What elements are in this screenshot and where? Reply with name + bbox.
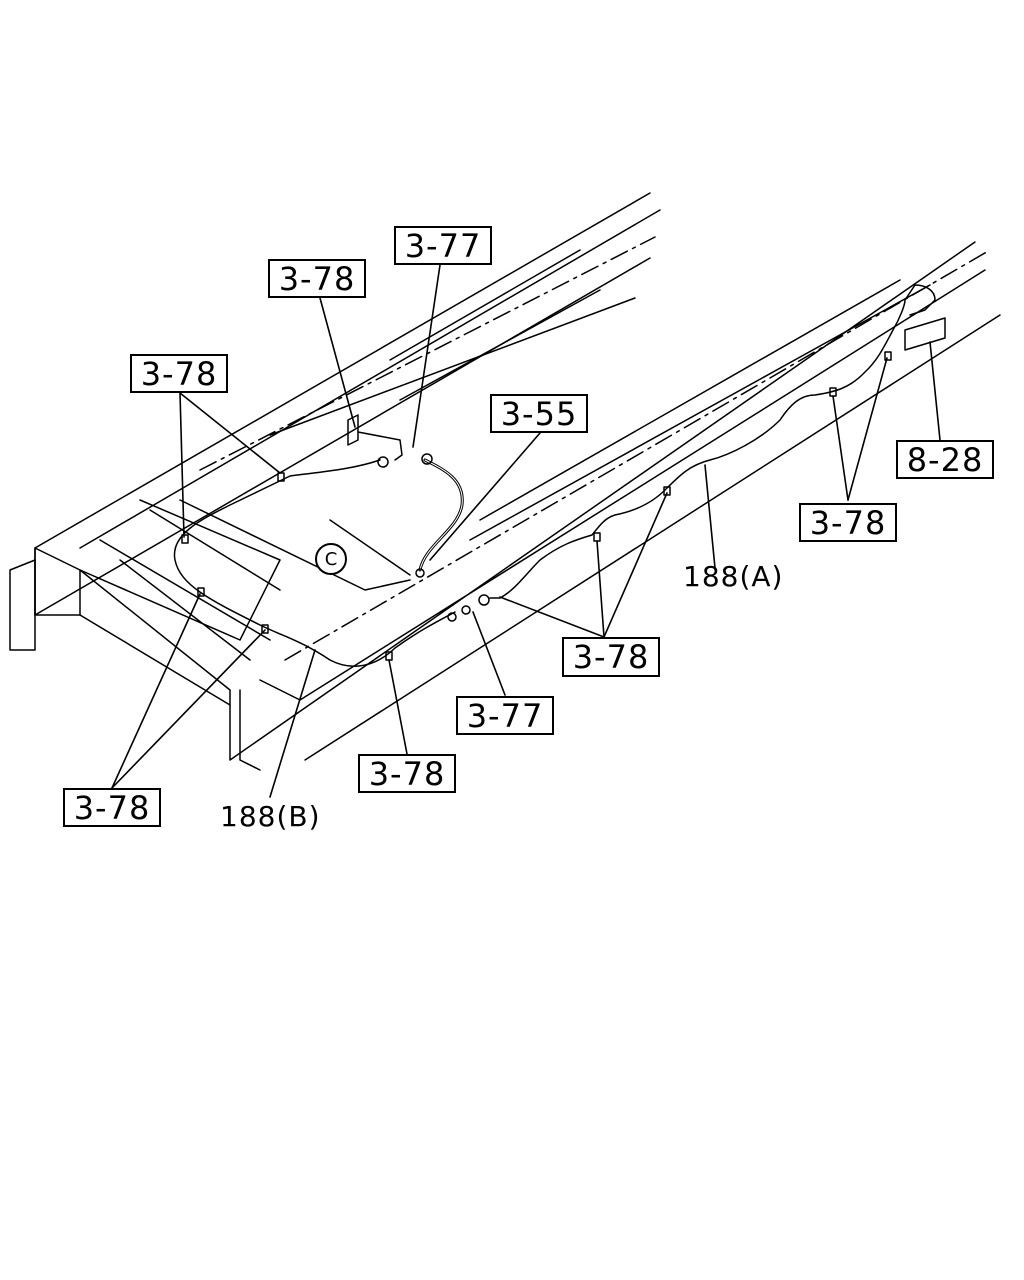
callout-part-3-78-right[interactable]: 3-78 <box>799 503 897 542</box>
frame-rail-right <box>229 241 1001 761</box>
callout-part-3-55[interactable]: 3-55 <box>490 394 588 433</box>
callout-part-3-77-top[interactable]: 3-77 <box>394 226 492 265</box>
callout-part-3-78-middle[interactable]: 3-78 <box>562 637 660 677</box>
callout-part-3-78-bottom-left[interactable]: 3-78 <box>63 788 161 827</box>
brake-pipe-188b <box>173 459 456 667</box>
callout-part-8-28[interactable]: 8-28 <box>896 440 994 479</box>
callout-part-3-77-bottom[interactable]: 3-77 <box>456 696 554 735</box>
callout-part-3-78-left[interactable]: 3-78 <box>130 354 228 393</box>
callout-part-3-78-upper[interactable]: 3-78 <box>268 259 366 298</box>
label-pipe-188a[interactable]: 188(A) <box>683 560 784 593</box>
cross-member <box>34 547 81 616</box>
leader-lines <box>111 264 941 798</box>
label-pipe-188b[interactable]: 188(B) <box>220 800 321 833</box>
brake-pipe-188a <box>489 284 936 599</box>
callout-part-3-78-lower[interactable]: 3-78 <box>358 754 456 793</box>
flexible-hose <box>418 458 464 572</box>
view-marker-c: C <box>315 543 347 575</box>
